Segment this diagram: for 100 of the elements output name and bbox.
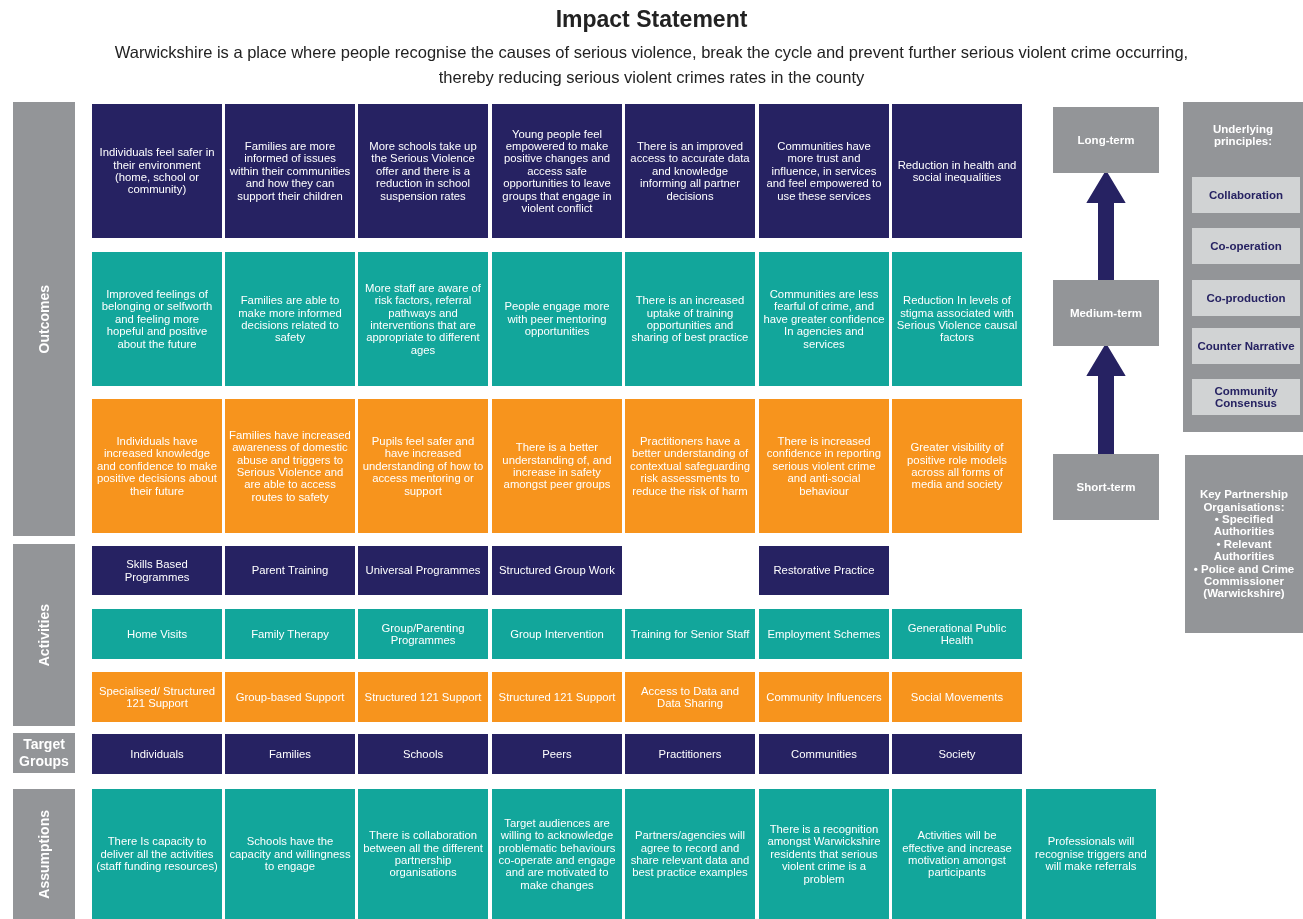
content-box <box>225 734 355 774</box>
timeframe-box <box>1053 107 1159 173</box>
box-text: Activities will be effective and increase motivation amongst participants <box>901 829 1013 879</box>
content-box <box>225 104 355 238</box>
box-text: Collaboration <box>1208 188 1284 202</box>
box-text: Family Therapy <box>251 627 329 641</box>
box-text: Reduction In levels of stigma associated with Serious Violence causal factors <box>896 294 1018 344</box>
box-text: Restorative Practice <box>773 564 875 577</box>
box-text: People engage more with peer mentoring opportunities <box>503 300 611 338</box>
box-text: Access to Data and Data Sharing <box>640 684 740 710</box>
box-text: Group-based Support <box>235 690 345 704</box>
content-box <box>625 399 755 533</box>
content-box <box>92 734 222 774</box>
content-box <box>892 104 1022 238</box>
content-box <box>759 609 889 659</box>
box-text: Co-production <box>1206 291 1286 305</box>
box-text: Communities <box>791 747 857 761</box>
box-text: Pupils feel safer and have increased understanding of how to access mentoring or support <box>362 435 484 497</box>
content-box <box>225 789 355 919</box>
box-text: Group/Parenting Programmes <box>380 621 466 647</box>
list-item: • Relevant Authorities <box>1212 537 1276 563</box>
box-text: More staff are aware of risk factors, referral pathways and interventions that are appropriate to different ages <box>364 281 482 357</box>
content-box <box>759 546 889 595</box>
content-box <box>759 104 889 238</box>
principles-panel <box>1183 102 1303 432</box>
box-text: There is an improved access to accurate data and knowledge informing all partner decisions <box>629 140 751 202</box>
content-box <box>92 104 222 238</box>
content-box <box>358 734 488 774</box>
box-text: Individuals feel safer in their environment (home, school or community) <box>98 146 216 196</box>
content-box <box>358 609 488 659</box>
content-box <box>492 546 622 595</box>
content-box <box>225 546 355 595</box>
box-text: Families <box>268 747 312 761</box>
box-text: Skills Based Programmes <box>123 558 191 583</box>
box-text: Target audiences are willing to acknowledge problematic behaviours co-operate and engage and are motivated to make changes <box>497 816 617 892</box>
box-text: Practitioners <box>658 747 722 761</box>
content-box <box>225 252 355 386</box>
content-box <box>92 789 222 919</box>
principle-box <box>1192 177 1300 213</box>
content-box <box>92 672 222 722</box>
box-text: Families are more informed of issues within their communities and how they can support their children <box>229 140 351 202</box>
content-box <box>892 609 1022 659</box>
box-text: Universal Programmes <box>365 564 481 577</box>
box-text: Schools <box>402 747 444 761</box>
content-box <box>225 672 355 722</box>
content-box <box>92 252 222 386</box>
content-box <box>492 734 622 774</box>
box-text: Communities are less fearful of crime, and have greater confidence In agencies and services <box>763 288 885 350</box>
list-item: • Specified Authorities <box>1212 513 1276 538</box>
box-text: Social Movements <box>910 690 1004 704</box>
box-text: Counter Narrative <box>1197 339 1295 353</box>
box-text: Community Consensus <box>1213 384 1279 410</box>
content-box <box>759 399 889 533</box>
content-box <box>358 252 488 386</box>
box-text: There is an increased uptake of training opportunities and sharing of best practice <box>630 294 750 344</box>
box-text: Medium-term <box>1069 306 1143 320</box>
content-box <box>225 399 355 533</box>
content-box <box>492 399 622 533</box>
box-text: Co-operation <box>1210 239 1282 253</box>
content-box <box>759 252 889 386</box>
content-box <box>492 789 622 919</box>
content-box <box>892 252 1022 386</box>
content-box <box>892 399 1022 533</box>
content-box <box>1026 789 1156 919</box>
content-box <box>492 609 622 659</box>
box-text: Structured 121 Support <box>498 690 616 704</box>
box-text: Reduction in health and social inequalities <box>896 158 1018 184</box>
content-box <box>358 546 488 595</box>
box-text: Society <box>938 747 976 761</box>
arrow <box>1086 344 1126 454</box>
box-text: There is collaboration between all the different partnership organisations <box>362 829 484 879</box>
content-box <box>625 609 755 659</box>
impact-statement-text: Warwickshire is a place where people recognise the causes of serious violence, break the cycle and prevent further serious violent crime occurring, thereby reducing serious violent crimes rates in the county <box>113 42 1190 88</box>
timeframe-box <box>1053 280 1159 346</box>
arrow <box>1086 171 1126 280</box>
box-text: Families have increased awareness of domestic abuse and triggers to Serious Violence and are able to access routes to safety <box>229 428 351 504</box>
box-text: More schools take up the Serious Violence offer and there is a reduction in school suspension rates <box>368 140 478 202</box>
box-text: Families are able to make more informed decisions related to safety <box>237 294 343 344</box>
box-text: Structured 121 Support <box>364 690 482 704</box>
box-text: Community Influencers <box>766 690 882 704</box>
box-text: Target Groups <box>18 736 70 770</box>
box-text: Outcomes <box>35 284 53 354</box>
box-text: Assumptions <box>35 809 53 899</box>
box-text: Specialised/ Structured 121 Support <box>97 684 217 710</box>
box-text: Peers <box>542 747 572 761</box>
box-text: Training for Senior Staff <box>630 627 750 641</box>
content-box <box>225 609 355 659</box>
box-text: Young people feel empowered to make positive changes and access safe opportunities to leave groups that engage in violent conflict <box>501 127 613 215</box>
content-box <box>358 672 488 722</box>
content-box <box>625 672 755 722</box>
box-text: There Is capacity to deliver all the activities (staff funding resources) <box>96 835 218 873</box>
box-text: Greater visibility of positive role models across all forms of media and society <box>906 441 1008 491</box>
content-box <box>625 734 755 774</box>
content-box <box>892 672 1022 722</box>
principle-box <box>1192 328 1300 364</box>
content-box <box>92 399 222 533</box>
list-item: • Police and Crime Commissioner (Warwickshire) <box>1192 562 1296 600</box>
content-box <box>892 789 1022 919</box>
section-label <box>13 102 75 536</box>
content-box <box>358 789 488 919</box>
